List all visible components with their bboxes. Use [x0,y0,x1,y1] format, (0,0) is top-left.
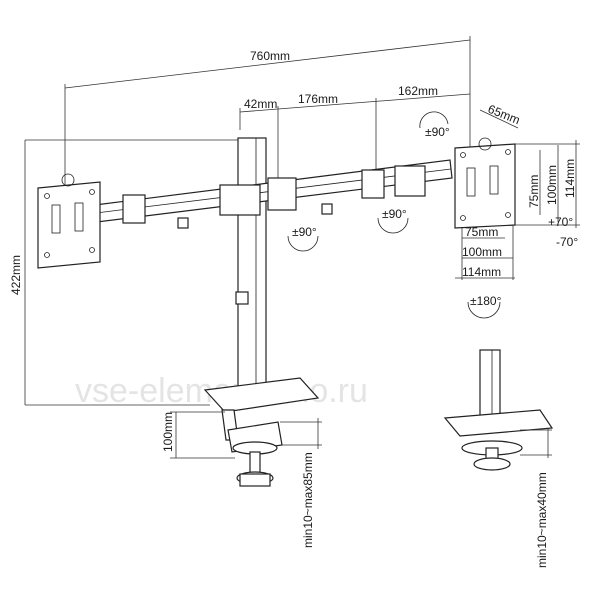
grommet-base: min10~max40mm [443,349,554,568]
label-42: 42mm [244,97,277,111]
label-75-v: 75mm [527,175,541,208]
label-114-v: 114mm [563,159,577,198]
label-162: 162mm [398,84,438,98]
label-114-h: 114mm [462,265,501,279]
label-75-h: 75mm [465,225,498,239]
label-joint-right: ±90° [382,207,407,221]
label-422: 422mm [9,255,23,295]
label-grommet-range: min10~max40mm [535,472,549,568]
dim-plate: 75mm 100mm 114mm 75mm 100mm 114mm 65mm [455,102,580,280]
pole [235,137,267,389]
label-rotate-plate: ±90° [425,125,450,139]
label-joint-left: ±90° [292,225,317,239]
clamp-base: 100mm min10~max85mm [161,377,322,548]
label-tilt-down: -70° [556,235,578,249]
label-clamp-height: 100mm [161,412,175,452]
rotate-arc-icon [377,217,409,234]
dim-arm-segments: 42mm 176mm 162mm [239,84,471,180]
label-100-h: 100mm [462,245,502,259]
rotation-labels: ±90° ±90° ±90° +70° -70° ±180° [287,111,578,319]
label-65: 65mm [486,102,522,127]
rotate-arc-icon [287,235,319,252]
label-100-v: 100mm [545,165,559,205]
label-swivel: ±180° [470,294,502,308]
swivel-arc-icon [467,301,501,319]
vesa-plate-left [37,173,101,269]
dim-height: 422mm [9,139,240,406]
label-tilt-up: +70° [548,215,573,229]
label-760: 760mm [250,49,290,63]
label-clamp-range: min10~max85mm [301,452,315,548]
label-176: 176mm [298,92,338,106]
vesa-plate-right [454,137,516,229]
dim-total-width: 760mm [64,36,471,185]
arm [94,159,453,229]
rotate-arc-icon [419,111,449,129]
